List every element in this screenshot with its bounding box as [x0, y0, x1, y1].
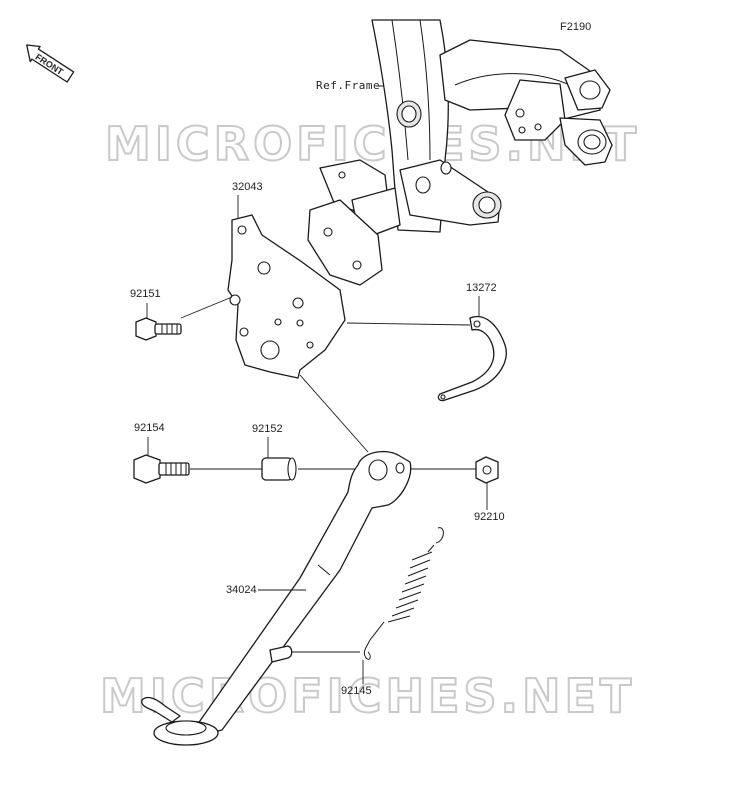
front-arrow-icon: FRONT	[26, 44, 75, 83]
leader-13272-to-plate	[346, 322, 471, 326]
label-32043: 32043	[232, 181, 263, 193]
part-32043-plate[interactable]	[227, 214, 346, 379]
label-92145: 92145	[341, 685, 372, 697]
leader-92151-to-plate	[180, 296, 233, 319]
label-92151: 92151	[130, 288, 161, 300]
ref-frame-label: Ref.Frame	[316, 79, 380, 92]
part-92151-bolt[interactable]	[135, 317, 182, 341]
figure-code: F2190	[560, 21, 591, 33]
part-92210-nut[interactable]	[475, 456, 499, 484]
part-92145-spring[interactable]	[363, 527, 444, 660]
label-92154: 92154	[134, 422, 165, 434]
label-13272: 13272	[466, 282, 497, 294]
frame-drawing	[307, 19, 613, 286]
leader-plate-to-stand	[299, 374, 369, 453]
part-92152-collar[interactable]	[261, 457, 297, 481]
label-34024: 34024	[226, 584, 257, 596]
part-34024-side-stand[interactable]	[141, 451, 412, 746]
part-13272-clip[interactable]	[437, 315, 507, 402]
label-92210: 92210	[474, 511, 505, 523]
label-92152: 92152	[252, 423, 283, 435]
watermark-bottom: MICROFICHES.NET	[100, 669, 635, 723]
part-92154-bolt[interactable]	[133, 454, 190, 484]
